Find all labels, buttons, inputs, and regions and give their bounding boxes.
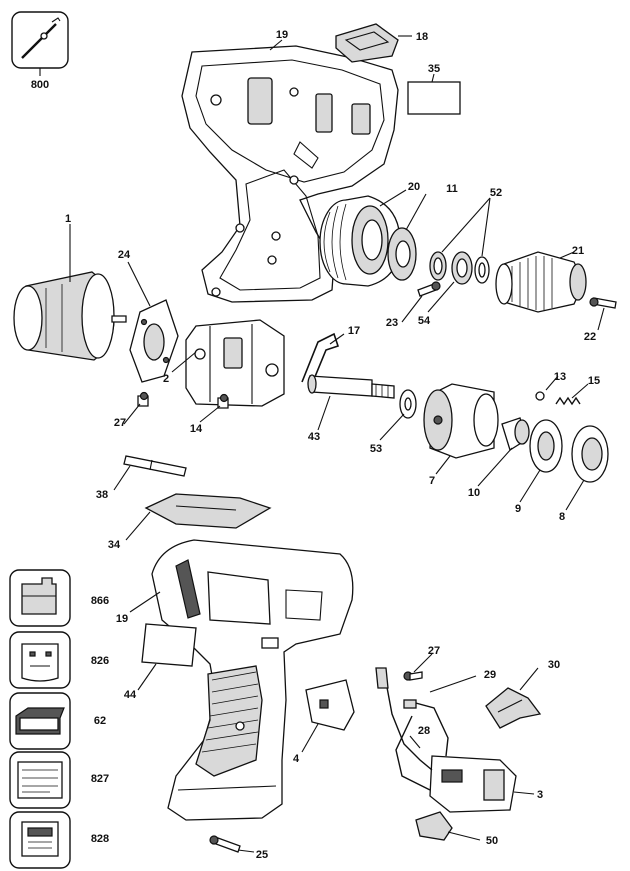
label-14: 14: [190, 423, 203, 435]
part-14-screw: [217, 393, 229, 409]
label-8: 8: [559, 511, 565, 523]
label-34: 34: [108, 539, 121, 551]
part-21-chuck: [495, 251, 587, 313]
part-11-clutch-ring: [387, 227, 417, 281]
accessory-box-800: [11, 11, 69, 69]
label-4: 4: [293, 753, 300, 765]
part-10-bushing: [501, 417, 530, 451]
label-21: 21: [572, 245, 584, 257]
label-2: 2: [163, 373, 169, 385]
part-50-contact: [415, 811, 453, 841]
label-15: 15: [588, 375, 600, 387]
part-34-bit-holder: [144, 493, 272, 529]
part-29-wire: [375, 667, 433, 771]
part-8-ring-gear: [571, 425, 609, 483]
part-labels: 800 19 18 35 20 11 52 21 1 24 23 54 22 1…: [31, 29, 600, 861]
part-27-screw-lower: [403, 671, 423, 681]
label-28: 28: [418, 725, 430, 737]
part-7-gear-housing: [423, 383, 499, 459]
part-44-label: [141, 623, 197, 667]
label-62: 62: [94, 715, 106, 727]
part-23-screw: [417, 281, 441, 297]
part-28-wire: [395, 699, 449, 791]
leader-lines: [39, 35, 605, 853]
label-826: 826: [91, 655, 109, 667]
label-827: 827: [91, 773, 109, 785]
accessory-box-828: [9, 811, 71, 869]
label-828: 828: [91, 833, 109, 845]
label-29: 29: [484, 669, 496, 681]
label-18: 18: [416, 31, 428, 43]
label-1: 1: [65, 213, 71, 225]
part-43-spindle: [307, 374, 395, 399]
label-19-upper: 19: [276, 29, 288, 41]
part-1-motor: [13, 271, 127, 361]
label-43: 43: [308, 431, 320, 443]
label-9: 9: [515, 503, 521, 515]
label-7: 7: [429, 475, 435, 487]
part-38-screwdriver-bit: [123, 455, 187, 477]
label-27-upper: 27: [114, 417, 126, 429]
part-24-motor-plate: [129, 299, 179, 383]
label-800: 800: [31, 79, 49, 91]
accessory-box-827: [9, 751, 71, 809]
label-53: 53: [370, 443, 382, 455]
part-13-ball: [535, 391, 545, 401]
label-24: 24: [118, 249, 131, 261]
label-11: 11: [446, 183, 458, 195]
part-18-switch-cover: [335, 23, 399, 63]
part-35-label: [407, 81, 461, 115]
label-866: 866: [91, 595, 109, 607]
accessory-box-866: [9, 569, 71, 627]
part-52-washers: [429, 251, 490, 285]
label-13: 13: [554, 371, 566, 383]
housing-half-lower: [151, 539, 354, 821]
part-22-screw: [589, 297, 617, 309]
label-50: 50: [486, 835, 498, 847]
label-25: 25: [256, 849, 268, 861]
part-9-clutch-plate: [529, 419, 563, 473]
label-10: 10: [468, 487, 480, 499]
housing-half-upper: [181, 45, 399, 303]
part-27-screw-upper: [137, 391, 149, 407]
part-53-washer: [399, 389, 417, 419]
label-22: 22: [584, 331, 596, 343]
label-44: 44: [124, 689, 137, 701]
part-4-clip-plate: [305, 679, 355, 731]
label-54: 54: [418, 315, 431, 327]
part-25-screw: [209, 835, 241, 853]
part-20-collar: [319, 195, 401, 287]
label-30: 30: [548, 659, 560, 671]
label-35: 35: [428, 63, 440, 75]
label-19-lower: 19: [116, 613, 128, 625]
label-23: 23: [386, 317, 398, 329]
part-30-reverse-lever: [485, 687, 542, 729]
part-15-spring: [555, 396, 581, 406]
accessory-box-62: [9, 692, 71, 750]
label-17: 17: [348, 325, 360, 337]
part-3-switch-assembly: [429, 755, 517, 813]
label-52: 52: [490, 187, 502, 199]
label-38: 38: [96, 489, 108, 501]
label-3: 3: [537, 789, 543, 801]
part-2-gearbox: [185, 319, 285, 407]
label-20: 20: [408, 181, 420, 193]
accessory-box-826: [9, 631, 71, 689]
label-27-lower: 27: [428, 645, 440, 657]
